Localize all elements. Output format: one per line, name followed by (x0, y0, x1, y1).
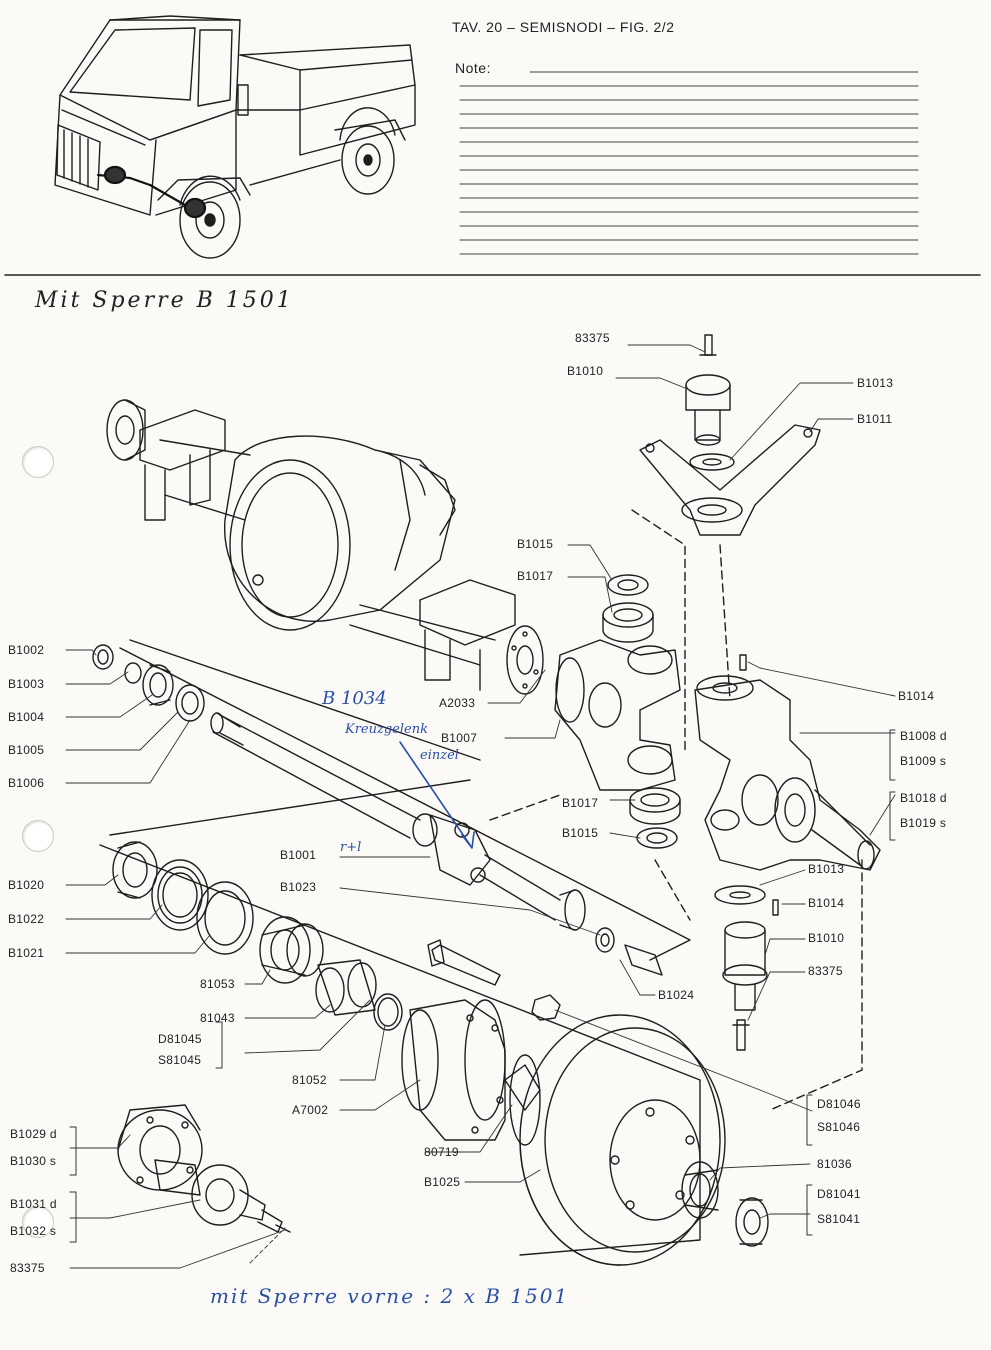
callout-b1031: B1031 d (10, 1197, 57, 1211)
callout-d81046: D81046 (817, 1097, 861, 1111)
handwritten-suffix: r+l (340, 840, 362, 855)
axle-shaft (119, 639, 691, 976)
handwritten-top-note: Mit Sperre B 1501 (35, 288, 294, 313)
group-brackets (69, 729, 896, 1243)
inner-seals (92, 644, 205, 722)
callout-b1003: B1003 (8, 677, 45, 691)
note-lines (459, 71, 919, 255)
callout-b1025: B1025 (424, 1175, 461, 1189)
callout-b1014-top: B1014 (898, 689, 935, 703)
callout-b1030: B1030 s (10, 1154, 57, 1168)
steering-knuckle (489, 334, 881, 1111)
handwritten-part-number: B 1034 (322, 688, 387, 709)
callout-b1015-mid: B1015 (562, 826, 599, 840)
callout-a2033: A2033 (439, 696, 476, 710)
callout-b1010-top: B1010 (567, 364, 604, 378)
handwritten-part-desc-1: Kreuzgelenk (345, 722, 428, 737)
note-label: Note: (455, 60, 491, 76)
callout-d81045: D81045 (158, 1032, 202, 1046)
page-title: TAV. 20 – SEMISNODI – FIG. 2/2 (452, 19, 675, 35)
callout-81036: 81036 (817, 1157, 852, 1171)
callout-s81046: S81046 (817, 1120, 861, 1134)
callout-b1029: B1029 d (10, 1127, 57, 1141)
callout-b1002: B1002 (8, 643, 45, 657)
callout-b1010-mid: B1010 (808, 931, 845, 945)
callout-b1017-mid: B1017 (562, 796, 599, 810)
callout-d81041: D81041 (817, 1187, 861, 1201)
callout-b1023: B1023 (280, 880, 317, 894)
callout-b1011: B1011 (857, 412, 893, 426)
callout-a7002: A7002 (292, 1103, 329, 1117)
callout-b1004: B1004 (8, 710, 45, 724)
callout-s81041: S81041 (817, 1212, 861, 1226)
callout-81043: 81043 (200, 1011, 235, 1025)
callout-80719: 80719 (424, 1145, 459, 1159)
callout-b1020: B1020 (8, 878, 45, 892)
binder-hole-top (22, 446, 54, 478)
hub-and-disc (401, 999, 769, 1266)
callout-b1032: B1032 s (10, 1224, 57, 1238)
callout-83375-top: 83375 (575, 331, 610, 345)
callout-b1013-top: B1013 (857, 376, 894, 390)
callout-b1017-top: B1017 (517, 569, 554, 583)
callout-81053: 81053 (200, 977, 235, 991)
binder-hole-middle (22, 820, 54, 852)
callout-83375-mid: 83375 (808, 964, 843, 978)
differential-housing (106, 399, 544, 695)
truck-illustration (54, 15, 416, 259)
callout-b1021: B1021 (8, 946, 45, 960)
handwritten-part-desc-2: einzel (420, 748, 459, 763)
free-wheel-hub (117, 1104, 291, 1233)
callout-b1014-mid: B1014 (808, 896, 845, 910)
callout-b1019: B1019 s (900, 816, 947, 830)
callout-b1018: B1018 d (900, 791, 947, 805)
callout-83375-bottom: 83375 (10, 1261, 45, 1275)
binder-hole-bottom (22, 1206, 54, 1238)
callout-b1024: B1024 (658, 988, 695, 1002)
callout-b1005: B1005 (8, 743, 45, 757)
callout-b1001: B1001 (280, 848, 317, 862)
callout-b1013-mid: B1013 (808, 862, 845, 876)
callout-b1009: B1009 s (900, 754, 947, 768)
callout-b1022: B1022 (8, 912, 45, 926)
callout-b1015-top: B1015 (517, 537, 554, 551)
wheel-bearings (99, 779, 701, 1256)
callout-s81045: S81045 (158, 1053, 202, 1067)
callout-b1006: B1006 (8, 776, 45, 790)
callout-b1008: B1008 d (900, 729, 947, 743)
handwritten-bottom-note: mit Sperre vorne : 2 x B 1501 (210, 1284, 570, 1308)
leader-lines (65, 344, 896, 1269)
callout-81052: 81052 (292, 1073, 327, 1087)
callout-b1007: B1007 (441, 731, 478, 745)
